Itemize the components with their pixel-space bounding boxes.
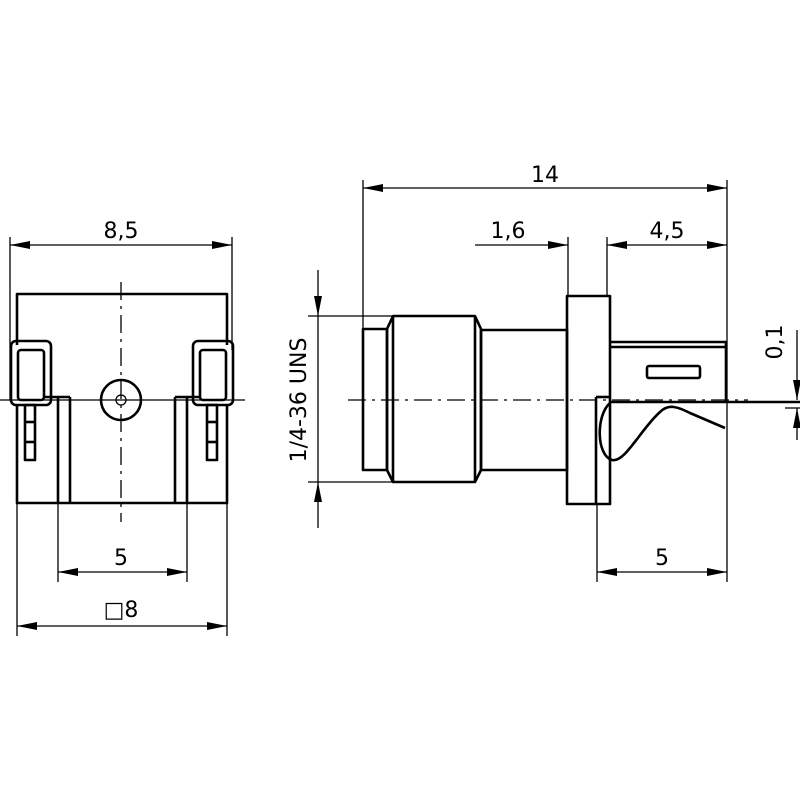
square-label: □8: [104, 598, 139, 623]
thread-label: 1/4-36 UNS: [287, 338, 312, 463]
length-label: 14: [531, 163, 559, 188]
front-view: 8,5 5 □8: [0, 219, 245, 636]
flange-label: 1,6: [491, 219, 526, 244]
coupling-nut: [385, 314, 483, 484]
tail-label: 5: [655, 546, 669, 571]
spring-contact: [598, 402, 726, 462]
width-label: 8,5: [104, 219, 139, 244]
pin-block-label: 4,5: [650, 219, 685, 244]
housing-base: [15, 395, 229, 505]
pin-spacing-label: 5: [114, 546, 128, 571]
offset-label: 0,1: [763, 325, 788, 360]
housing-top: [15, 292, 229, 345]
flange: [565, 294, 612, 506]
side-view: 14 1,6 4,5 1/4-36 UNS 0,1 5: [287, 163, 800, 582]
pin-block: [610, 340, 728, 403]
slot: [645, 364, 702, 380]
right-pin: [205, 403, 219, 462]
left-pin: [23, 403, 37, 462]
